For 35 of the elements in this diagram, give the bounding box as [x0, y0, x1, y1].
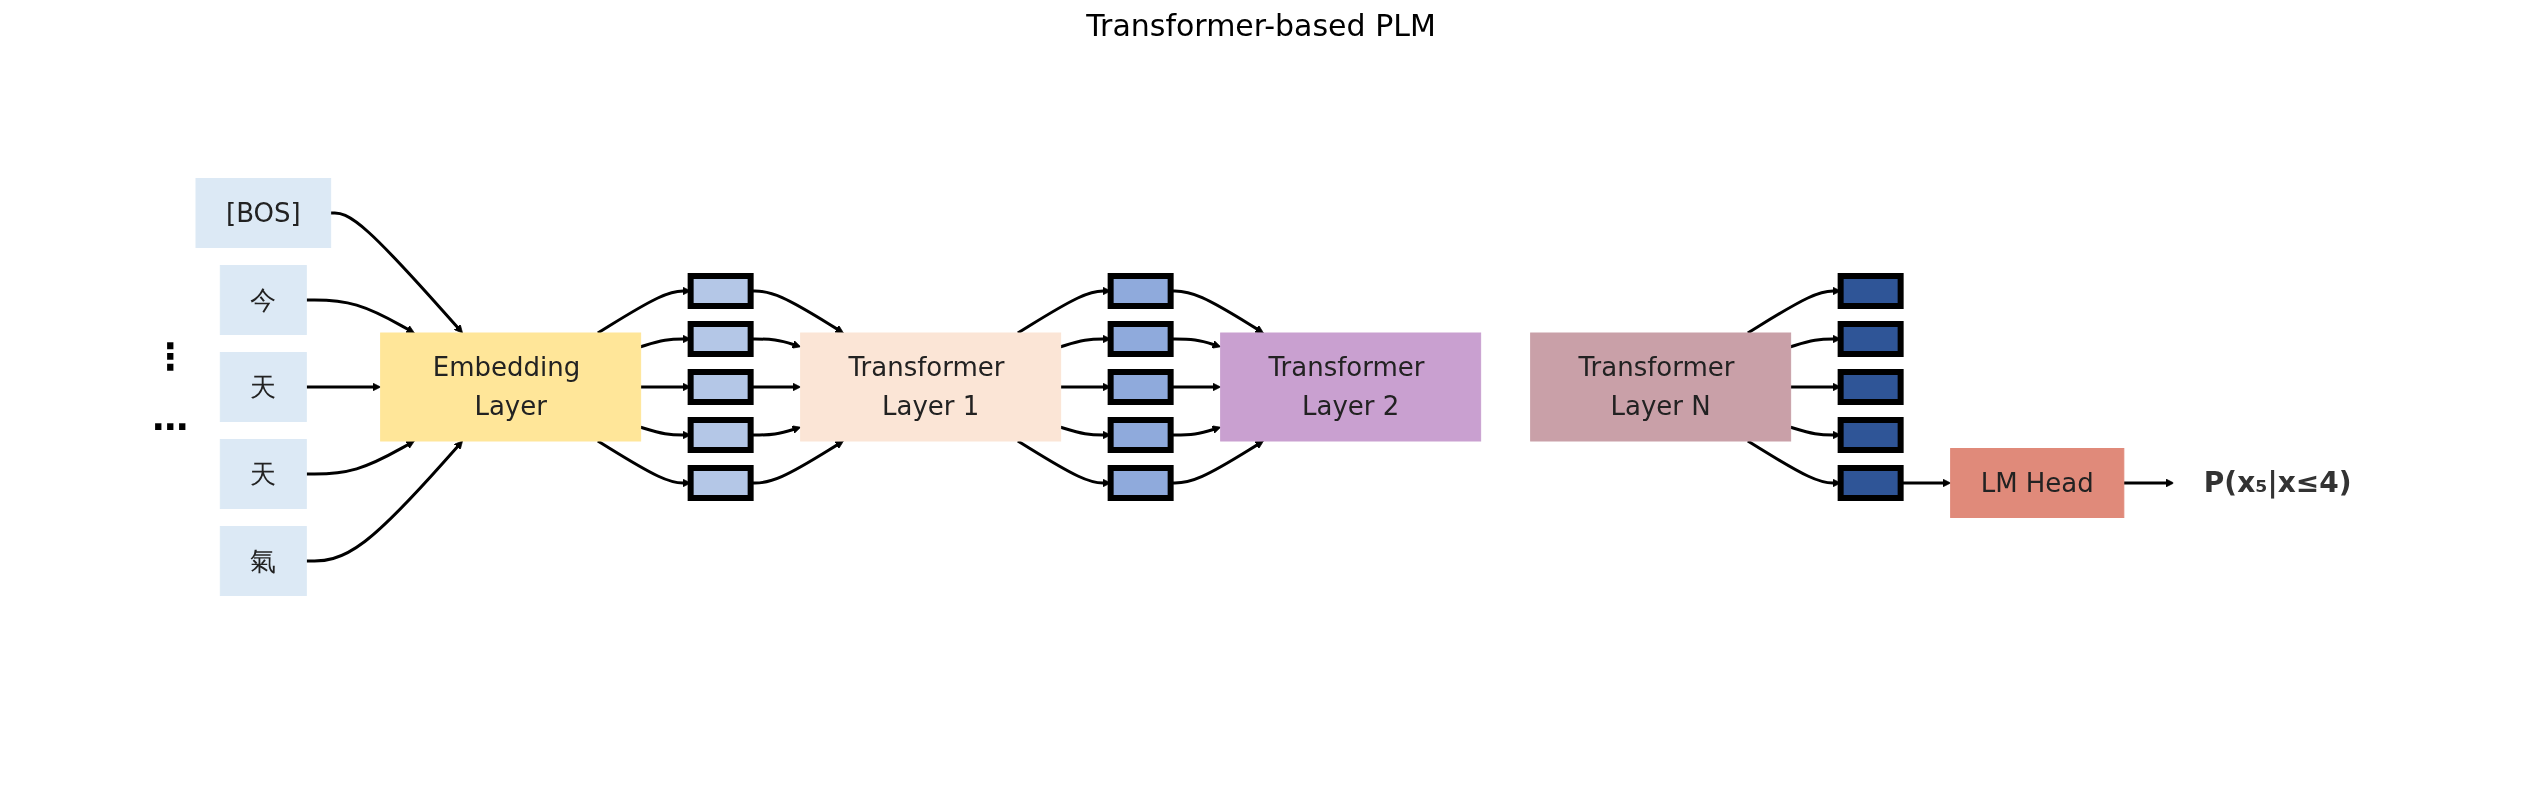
node-bar [1107, 369, 1174, 405]
ellipsis-mark: ⋮ [152, 336, 189, 377]
node-box: LM Head [1950, 448, 2125, 518]
node-bar [687, 369, 754, 405]
node-bar [1837, 465, 1904, 501]
node-bar [687, 321, 754, 357]
node-box: 今 [220, 265, 308, 335]
node-bar [1107, 465, 1174, 501]
node-bar [1107, 273, 1174, 309]
node-box: 天 [220, 439, 308, 509]
diagram-title: Transformer-based PLM [1085, 8, 1437, 43]
arrow [306, 440, 464, 563]
node-bar [1837, 321, 1904, 357]
node-box: Embedding Layer [380, 332, 642, 442]
node-bar [1107, 321, 1174, 357]
arrow [330, 211, 464, 334]
node-bar [1837, 273, 1904, 309]
node-box: Transformer Layer 2 [1220, 332, 1482, 442]
node-text: P(x₅|x≤4) [2204, 466, 2352, 499]
node-box: Transformer Layer N [1530, 332, 1792, 442]
node-bar [1107, 417, 1174, 453]
node-bar [687, 465, 754, 501]
node-box: Transformer Layer 1 [800, 332, 1062, 442]
node-box: 氣 [220, 526, 308, 596]
arrow [306, 440, 416, 476]
node-bar [687, 417, 754, 453]
node-box: [BOS] [195, 178, 332, 248]
node-box: 天 [220, 352, 308, 422]
arrow [306, 298, 416, 334]
node-bar [687, 273, 754, 309]
arrow [2124, 478, 2175, 488]
node-bar [1837, 417, 1904, 453]
arrow [306, 382, 382, 392]
ellipsis-mark: … [152, 397, 189, 438]
node-bar [1837, 369, 1904, 405]
